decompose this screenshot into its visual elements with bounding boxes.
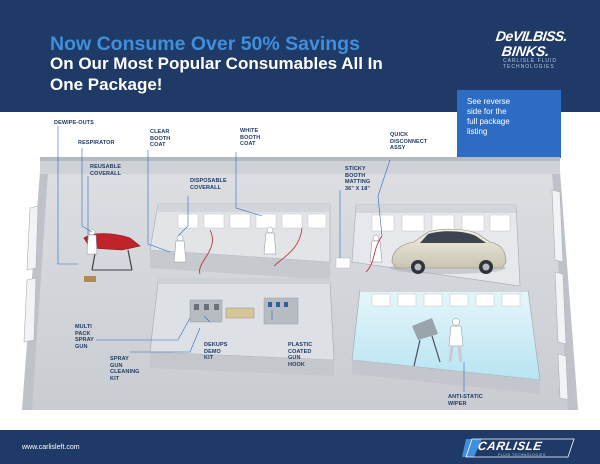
devilbiss-logo: DeVILBISS. — [494, 28, 569, 44]
headline-line-1: Now Consume Over 50% Savings — [50, 33, 360, 55]
headline-line-2: On Our Most Popular Consumables All In — [50, 54, 383, 73]
callout-line-3: full package — [467, 117, 510, 126]
label-plastic-coated-gun-hook: PLASTIC COATED GUN HOOK — [288, 342, 313, 368]
reverse-side-callout: See reverse side for the full package li… — [457, 90, 561, 158]
label-white-booth-coat: WHITE BOOTH COAT — [240, 128, 261, 147]
label-clear-booth-coat: CLEAR BOOTH COAT — [150, 129, 171, 148]
back-wall-top — [40, 157, 560, 161]
mixing-room — [149, 278, 335, 376]
binks-logo: BINKS. — [500, 43, 551, 59]
label-anti-static-wiper: ANTI-STATIC WIPER — [448, 394, 483, 407]
right-doors — [551, 189, 569, 401]
glass-prep-booth — [351, 286, 541, 394]
carlisle-logo-text: CARLISLE — [476, 439, 544, 453]
booth-workers — [173, 226, 383, 275]
label-dekups-demo-kit: DEKUPS DEMO KIT — [204, 342, 228, 361]
label-disposable-coverall: DISPOSABLE COVERALL — [190, 178, 227, 191]
headline-line-3: One Package! — [50, 75, 163, 94]
website-url[interactable]: www.carlisleft.com — [22, 444, 80, 451]
red-panel-stand — [83, 228, 141, 282]
label-quick-disconnect: QUICK DISCONNECT ASSY — [390, 132, 428, 151]
label-respirator: RESPIRATOR — [78, 140, 115, 146]
label-sticky-booth-matting: STICKY BOOTH MATTING 36" x 18" — [345, 166, 371, 192]
brand-subtext: CARLISLE FLUID TECHNOLOGIES — [503, 58, 558, 70]
left-doors — [23, 205, 39, 343]
label-spray-gun-cleaning-kit: SPRAY GUN CLEANING KIT — [110, 356, 140, 382]
callout-line-2: side for the — [467, 107, 507, 116]
paint-shop-illustration — [22, 126, 578, 410]
callout-line-4: listing — [467, 127, 488, 136]
label-leader-lines — [57, 126, 465, 392]
carlisle-logo-subtext: FLUID TECHNOLOGIES — [498, 453, 546, 457]
carlisle-logo-mark — [462, 438, 575, 458]
footer-bar — [0, 430, 600, 464]
label-reusable-coverall: REUSABLE COVERALL — [90, 164, 122, 177]
car-illustration — [390, 228, 507, 274]
label-dewipe-outs: DEWIPE-OUTS — [54, 120, 94, 126]
sticky-booth-mat — [335, 257, 351, 269]
booth-center — [149, 203, 331, 280]
label-multi-pack-spray-gun: MULTI PACK SPRAY GUN — [75, 324, 94, 350]
back-wall — [40, 160, 560, 174]
callout-line-1: See reverse — [467, 97, 511, 106]
